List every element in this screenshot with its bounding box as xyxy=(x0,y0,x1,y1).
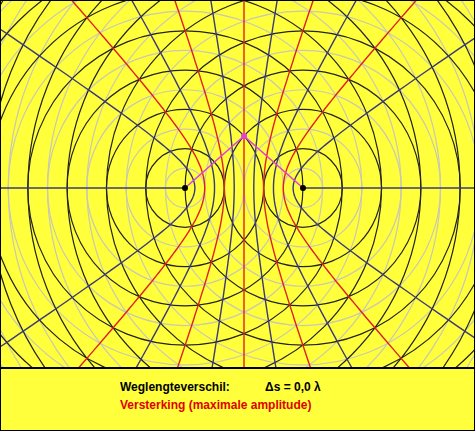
probe-point xyxy=(241,133,247,139)
wave-source xyxy=(182,185,188,191)
axis-line xyxy=(303,187,474,188)
hyperbola-lines xyxy=(1,1,474,367)
path-lines xyxy=(185,136,303,188)
path-difference-label: Weglengteverschil: xyxy=(120,380,230,394)
info-panel xyxy=(1,369,475,431)
crest-circles xyxy=(1,1,474,367)
trough-circles xyxy=(1,1,474,367)
picture-frame xyxy=(1,1,475,368)
wave-source xyxy=(300,185,306,191)
path-difference-value: Δs = 0,0 λ xyxy=(265,380,321,394)
axis-line xyxy=(1,187,185,188)
result-text: Versterking (maximale amplitude) xyxy=(120,398,311,412)
